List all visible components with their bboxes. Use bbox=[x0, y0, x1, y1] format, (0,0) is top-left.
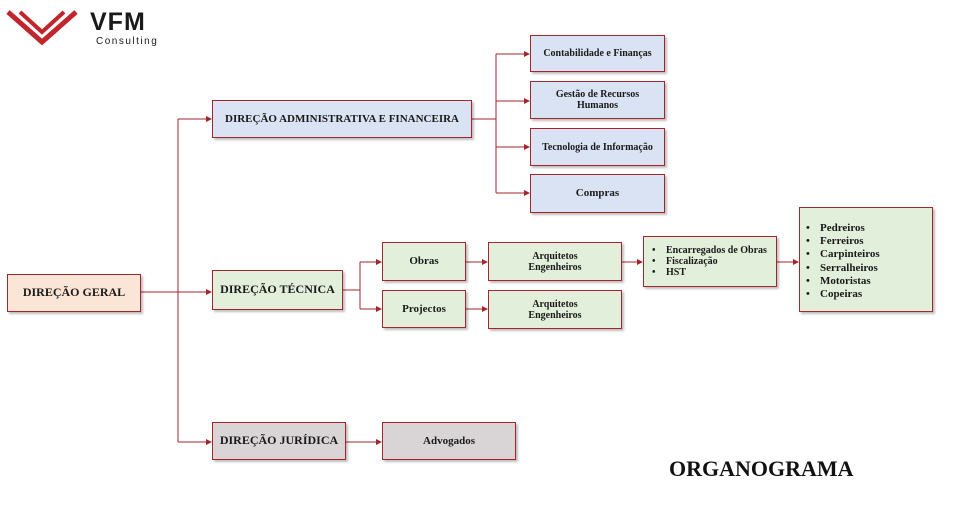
node-label: DIREÇÃO JURÍDICA bbox=[219, 433, 339, 448]
list-item: HST bbox=[652, 267, 767, 278]
staff-line: Arquitetos bbox=[532, 298, 578, 310]
list-item: Carpinteiros bbox=[806, 248, 880, 261]
node-projectos-staff: Arquitetos Engenheiros bbox=[488, 290, 622, 329]
staff-line: Engenheiros bbox=[528, 309, 582, 321]
node-supervisao: Encarregados de Obras Fiscalização HST bbox=[643, 236, 777, 287]
node-compras: Compras bbox=[530, 174, 665, 213]
diagram-title: ORGANOGRAMA bbox=[669, 456, 854, 481]
node-advogados: Advogados bbox=[382, 422, 516, 460]
list-item: Fiscalização bbox=[652, 256, 767, 267]
vfm-logo-icon bbox=[6, 10, 78, 46]
list-item: Serralheiros bbox=[806, 262, 880, 275]
node-direcao-tecnica: DIREÇÃO TÉCNICA bbox=[212, 270, 343, 310]
node-label: Obras bbox=[409, 255, 439, 268]
logo-subtitle: Consulting bbox=[96, 36, 159, 47]
supervisao-list: Encarregados de Obras Fiscalização HST bbox=[652, 245, 767, 278]
node-obras: Obras bbox=[382, 242, 466, 281]
staff-line: Arquitetos bbox=[532, 250, 578, 262]
node-contabilidade: Contabilidade e Finanças bbox=[530, 35, 665, 72]
node-obras-staff: Arquitetos Engenheiros bbox=[488, 242, 622, 281]
node-direcao-juridica: DIREÇÃO JURÍDICA bbox=[212, 422, 346, 460]
operarios-list: Pedreiros Ferreiros Carpinteiros Serralh… bbox=[806, 222, 880, 301]
node-label: Advogados bbox=[423, 434, 475, 447]
node-projectos: Projectos bbox=[382, 290, 466, 328]
node-label: Tecnologia de Informação bbox=[542, 141, 653, 153]
staff-line: Engenheiros bbox=[528, 261, 582, 273]
node-label: DIREÇÃO GERAL bbox=[22, 285, 126, 300]
node-tecnologia: Tecnologia de Informação bbox=[530, 128, 665, 166]
node-label: DIREÇÃO TÉCNICA bbox=[220, 282, 335, 297]
list-item: Encarregados de Obras bbox=[652, 245, 767, 256]
node-label: Projectos bbox=[402, 302, 446, 315]
node-recursos-humanos: Gestão de Recursos Humanos bbox=[530, 81, 665, 119]
node-label: Contabilidade e Finanças bbox=[543, 48, 652, 59]
node-direcao-administrativa: DIREÇÃO ADMINISTRATIVA E FINANCEIRA bbox=[212, 100, 472, 138]
node-label: Gestão de Recursos Humanos bbox=[555, 89, 640, 111]
node-direcao-geral: DIREÇÃO GERAL bbox=[7, 274, 141, 312]
list-item: Ferreiros bbox=[806, 235, 880, 248]
logo-name: VFM bbox=[90, 8, 146, 36]
node-label: DIREÇÃO ADMINISTRATIVA E FINANCEIRA bbox=[225, 112, 459, 125]
list-item: Pedreiros bbox=[806, 222, 880, 235]
list-item: Copeiras bbox=[806, 288, 880, 301]
node-label: Compras bbox=[575, 187, 620, 200]
list-item: Motoristas bbox=[806, 275, 880, 288]
node-operarios: Pedreiros Ferreiros Carpinteiros Serralh… bbox=[799, 207, 933, 312]
